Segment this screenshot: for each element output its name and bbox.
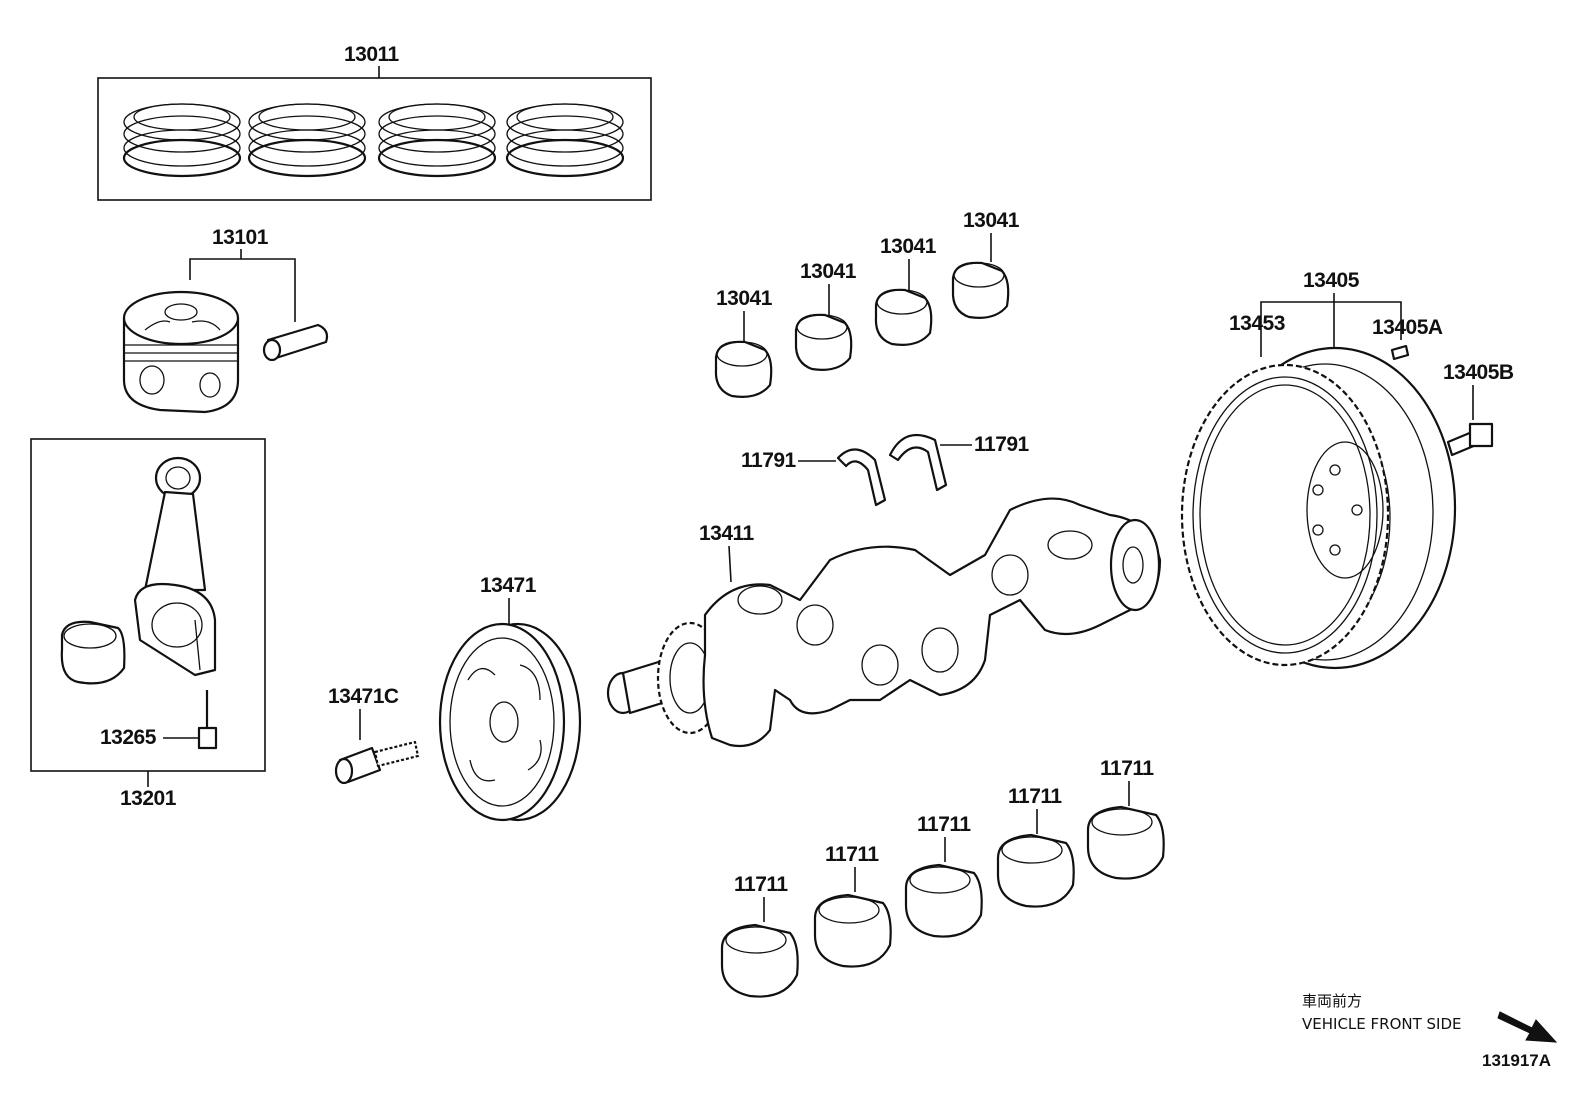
pulley-bolt[interactable]	[334, 740, 420, 785]
main-bearing-1[interactable]	[720, 923, 799, 998]
piston-ring-set-box	[97, 77, 652, 201]
thrust-washer-right[interactable]	[888, 433, 948, 492]
rod-bolt[interactable]	[197, 690, 218, 750]
flywheel-group: 13405 13453 13405A 13405B	[1180, 269, 1514, 670]
label-13041-4[interactable]: 13041	[963, 209, 1020, 232]
label-11711-5[interactable]: 11711	[1100, 757, 1155, 780]
rod-bearing-3[interactable]	[874, 288, 933, 346]
crank-pulley[interactable]	[438, 622, 582, 822]
piston-ring-1[interactable]	[122, 103, 242, 178]
piston[interactable]	[122, 290, 240, 414]
label-11711-1[interactable]: 11711	[734, 873, 789, 896]
piston-group: 13101	[122, 226, 329, 414]
rod-bearing-1[interactable]	[714, 340, 773, 398]
main-bearing-2[interactable]	[813, 893, 892, 968]
label-13405B[interactable]: 13405B	[1443, 361, 1514, 384]
label-13101[interactable]: 13101	[212, 226, 269, 249]
label-13411[interactable]: 13411	[699, 522, 755, 545]
label-11791-right[interactable]: 11791	[974, 433, 1030, 456]
piston-pin[interactable]	[262, 323, 329, 362]
label-11791-left[interactable]: 11791	[741, 449, 797, 472]
crankshaft-group: 13411	[606, 497, 1162, 748]
thrust-washer-left[interactable]	[836, 448, 887, 507]
label-13265[interactable]: 13265	[100, 726, 157, 749]
vehicle-front-japanese: 車両前方	[1302, 992, 1362, 1010]
label-13405A[interactable]: 13405A	[1372, 316, 1443, 339]
piston-ring-set-group: 13011	[97, 43, 652, 201]
rod-bearing-4[interactable]	[951, 261, 1010, 319]
connecting-rod[interactable]	[133, 456, 217, 677]
thrust-washers-group: 11791 11791	[741, 433, 1030, 507]
piston-ring-3[interactable]	[377, 103, 497, 178]
ring-gear[interactable]	[1180, 363, 1390, 667]
figure-number: 131917A	[1482, 1051, 1551, 1070]
label-11711-2[interactable]: 11711	[825, 843, 880, 866]
main-bearing-3[interactable]	[904, 863, 983, 938]
label-13201[interactable]: 13201	[120, 787, 177, 810]
main-bearing-5[interactable]	[1086, 805, 1165, 880]
label-13011[interactable]: 13011	[344, 43, 400, 66]
rod-bearings-group: 13041 13041 13041 13041	[714, 209, 1020, 398]
vehicle-front-english: VEHICLE FRONT SIDE	[1302, 1015, 1462, 1033]
flywheel-bolt[interactable]	[1446, 422, 1494, 457]
label-13471C[interactable]: 13471C	[328, 685, 399, 708]
label-13041-3[interactable]: 13041	[880, 235, 937, 258]
crankshaft[interactable]	[606, 497, 1162, 748]
label-13405[interactable]: 13405	[1303, 269, 1360, 292]
connecting-rod-group: 13265 13201	[30, 438, 266, 810]
label-13453[interactable]: 13453	[1229, 312, 1285, 335]
vehicle-front-note: 車両前方 VEHICLE FRONT SIDE	[1302, 992, 1558, 1043]
label-13041-2[interactable]: 13041	[800, 260, 857, 283]
label-11711-4[interactable]: 11711	[1008, 785, 1063, 808]
piston-ring-2[interactable]	[247, 103, 367, 178]
main-bearing-4[interactable]	[996, 833, 1075, 908]
flywheel-pin[interactable]	[1390, 344, 1410, 361]
label-13471[interactable]: 13471	[480, 574, 537, 597]
rod-bearing-shell[interactable]	[60, 620, 126, 685]
label-11711-3[interactable]: 11711	[917, 813, 972, 836]
pulley-bolt-group: 13471C	[328, 685, 420, 785]
pulley-group: 13471	[438, 574, 582, 822]
front-direction-arrow-icon	[1497, 1011, 1558, 1043]
rod-bearing-2[interactable]	[794, 313, 853, 371]
label-13041-1[interactable]: 13041	[716, 287, 773, 310]
piston-ring-4[interactable]	[505, 103, 625, 178]
main-bearings-group: 11711 11711 11711 11711 11711	[720, 757, 1165, 998]
